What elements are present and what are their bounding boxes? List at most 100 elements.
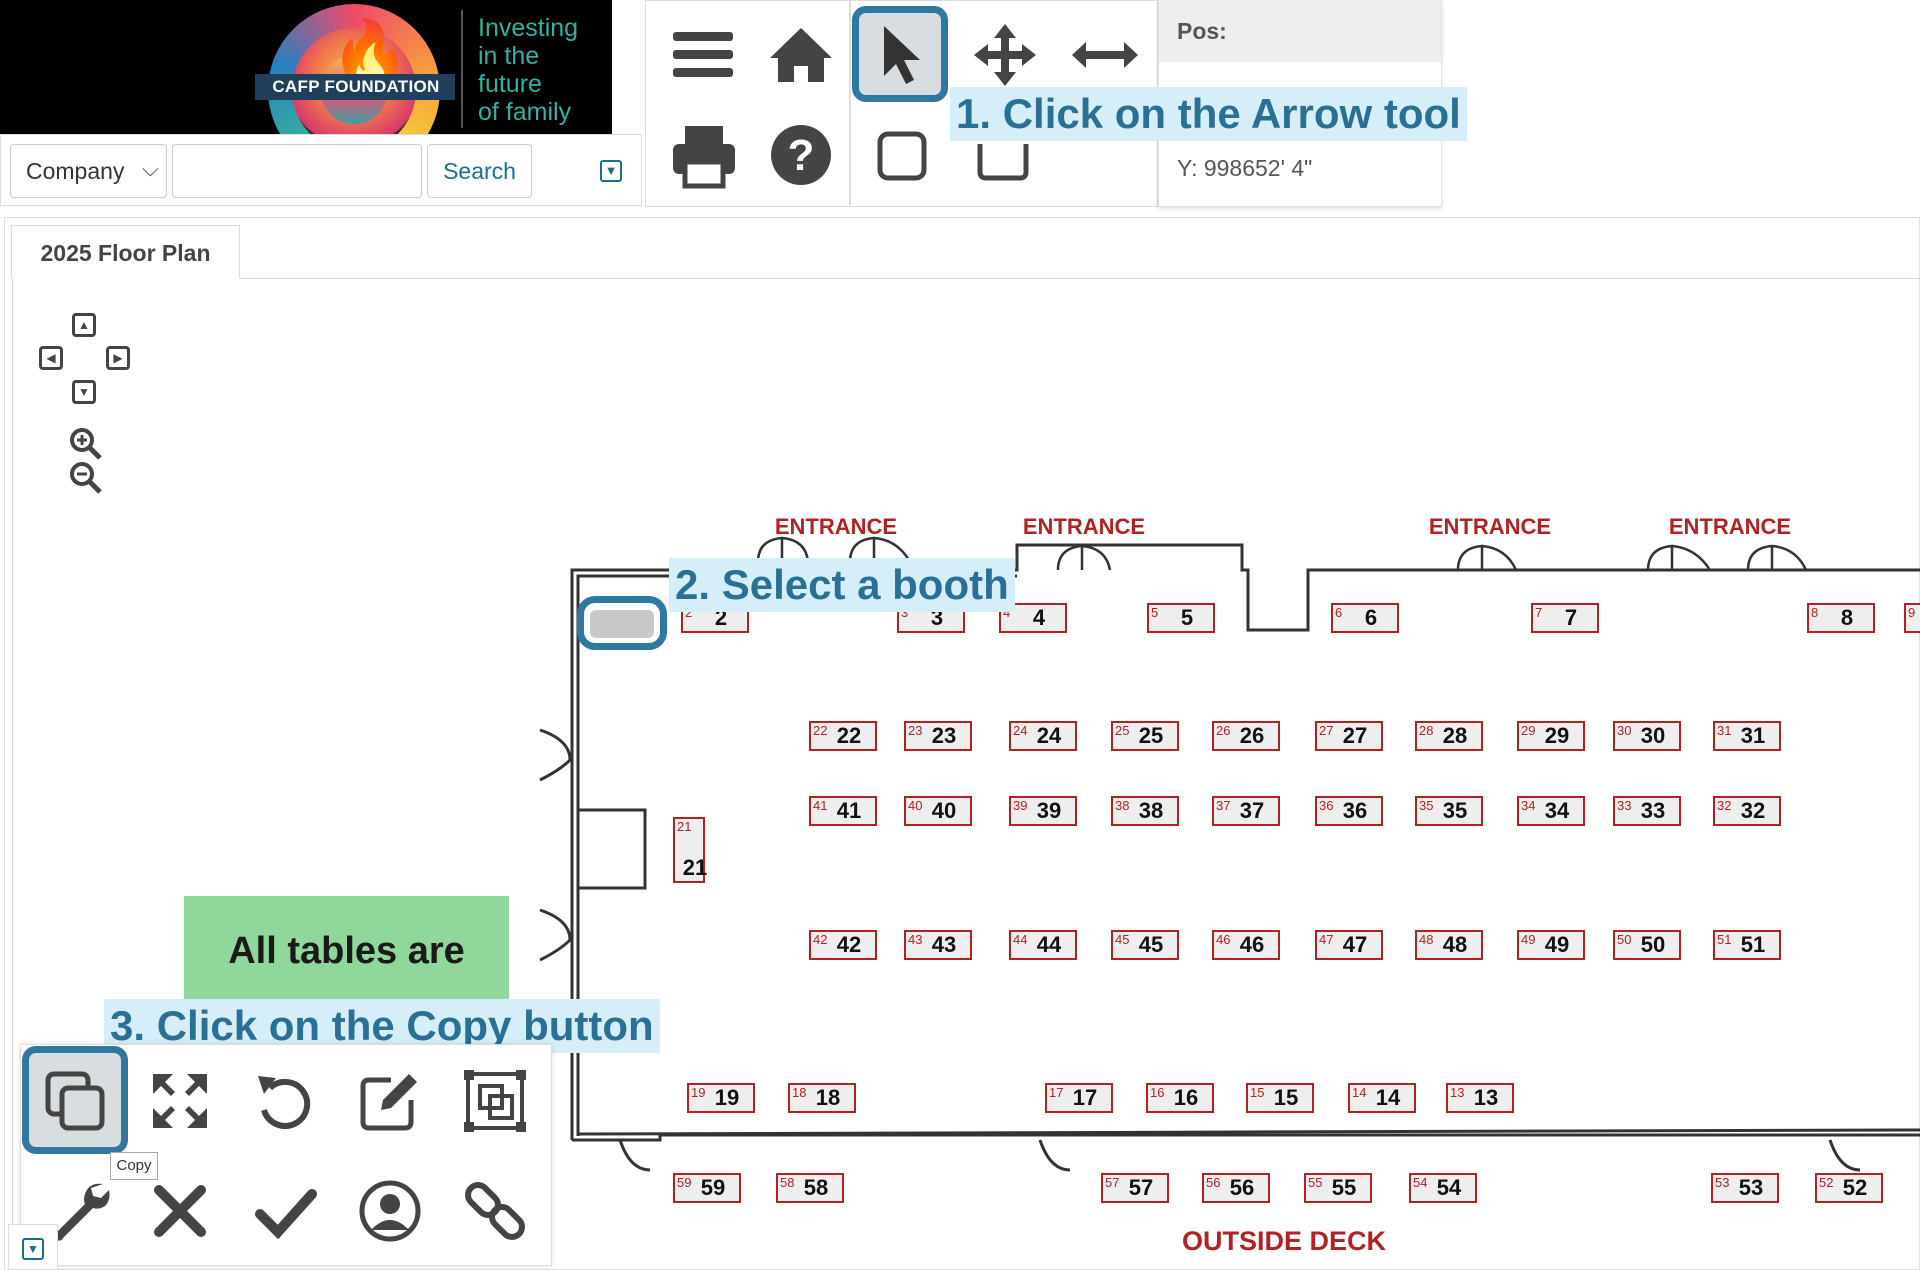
pan-left-icon[interactable]: ◀	[39, 346, 63, 370]
dropdown-toggle-icon[interactable]: ▼	[600, 160, 622, 182]
booth-1[interactable]	[590, 610, 654, 638]
booth-57[interactable]: 57 57	[1101, 1173, 1169, 1203]
booth-small-label: 57	[1105, 1175, 1119, 1190]
pan-down-icon[interactable]: ▼	[72, 380, 96, 404]
logo-tagline-2: in the	[478, 42, 540, 70]
booth-number-label: 49	[1545, 932, 1569, 957]
link-icon[interactable]	[460, 1176, 530, 1246]
undo-icon[interactable]	[250, 1066, 320, 1136]
help-icon[interactable]: ?	[764, 118, 838, 192]
edit-icon[interactable]	[355, 1066, 425, 1136]
search-input[interactable]	[172, 144, 422, 198]
user-circle-icon[interactable]	[355, 1176, 425, 1246]
menu-icon[interactable]	[667, 18, 741, 92]
rounded-rectangle-icon[interactable]	[970, 124, 1036, 190]
booth-number-label: 30	[1641, 723, 1665, 748]
pan-right-icon[interactable]: ▶	[106, 346, 130, 370]
check-icon[interactable]	[250, 1176, 320, 1246]
expand-icon[interactable]	[145, 1066, 215, 1136]
home-icon[interactable]	[764, 18, 838, 92]
print-icon[interactable]	[667, 118, 741, 192]
rectangle-icon[interactable]	[870, 124, 936, 190]
booth-number-label: 57	[1129, 1175, 1153, 1200]
resize-horizontal-icon[interactable]	[1068, 18, 1142, 92]
booth-number-label: 43	[932, 932, 956, 957]
booth-number-label: 35	[1443, 798, 1467, 823]
booth-number-label: 24	[1037, 723, 1062, 748]
booth-number-label: 8	[1841, 605, 1853, 630]
booth-small-label: 21	[677, 819, 691, 834]
floorplan-walls	[539, 543, 1920, 1172]
company-filter-select[interactable]	[10, 144, 167, 198]
logo-divider	[461, 10, 463, 128]
floorplan-canvas[interactable]	[12, 279, 1920, 1270]
copy-icon[interactable]	[40, 1066, 110, 1136]
entrance-label-4: ENTRANCE	[1669, 514, 1791, 539]
dropdown-toggle-icon[interactable]: ▼	[22, 1238, 44, 1260]
booth-small-label: 29	[1521, 723, 1535, 738]
arrow-select-icon[interactable]	[870, 18, 930, 88]
delete-icon[interactable]	[145, 1176, 215, 1246]
move-icon[interactable]	[968, 18, 1042, 92]
search-button[interactable]: Search	[427, 144, 532, 198]
select-frame-icon[interactable]	[460, 1066, 530, 1136]
zoom-out-icon[interactable]	[68, 460, 104, 496]
zoom-in-icon[interactable]	[68, 426, 104, 462]
pan-up-icon[interactable]: ▲	[72, 313, 96, 337]
wrench-icon[interactable]	[45, 1176, 115, 1246]
booth-9[interactable]: 99	[1904, 603, 1920, 633]
tab-floor-plan[interactable]: 2025 Floor Plan	[11, 225, 240, 279]
booth-small-label: 13	[1450, 1085, 1464, 1100]
booth-number-label: 52	[1843, 1175, 1867, 1200]
